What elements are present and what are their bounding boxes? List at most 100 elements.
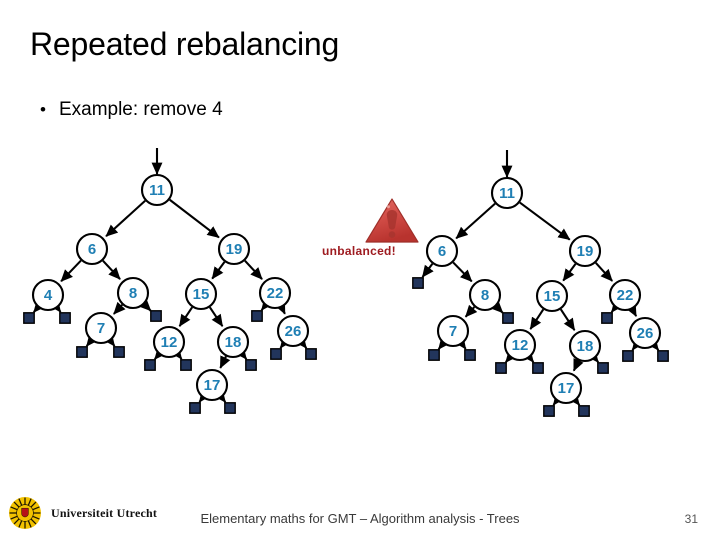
- tree-null-leaf: [144, 359, 156, 371]
- tree-edge: [626, 303, 638, 317]
- tree-edge: [209, 306, 224, 327]
- tree-node-label: 15: [193, 286, 210, 303]
- tree-null-edge: [631, 337, 644, 351]
- tree-null-leaf: [59, 312, 71, 324]
- tree-node-label: 8: [481, 287, 489, 304]
- tree-edge: [572, 358, 584, 372]
- tree-edge: [102, 259, 121, 280]
- tree-node-label: 12: [512, 337, 529, 354]
- tree-null-edge: [49, 299, 62, 313]
- university-logo: Universiteit Utrecht: [8, 496, 157, 530]
- bullet-marker-icon: •: [40, 100, 46, 119]
- tree-node-label: 11: [149, 182, 165, 199]
- tree-node-label: 11: [499, 185, 515, 202]
- tree-edge: [244, 259, 263, 280]
- tree-node-label: 17: [204, 377, 221, 394]
- tree-null-edge: [421, 263, 434, 278]
- tree-null-leaf: [270, 348, 282, 360]
- tree-edge: [219, 355, 231, 369]
- tree-edge: [211, 261, 226, 280]
- tree-null-leaf: [495, 362, 507, 374]
- tree-node-label: 4: [44, 287, 53, 304]
- tree-node-label: 18: [225, 334, 242, 351]
- tree-node-label: 12: [161, 334, 178, 351]
- tree-null-edge: [235, 346, 248, 360]
- tree-null-leaf: [578, 405, 590, 417]
- tree-node-label: 26: [637, 325, 654, 342]
- tree-null-edge: [85, 333, 98, 347]
- bullet-item: • Example: remove 4: [40, 99, 223, 121]
- tree-null-leaf: [428, 349, 440, 361]
- tree-node: [503, 328, 537, 362]
- tree-null-leaf: [543, 405, 555, 417]
- tree-node: [31, 278, 65, 312]
- tree-null-leaf: [597, 362, 609, 374]
- tree-edge: [169, 198, 220, 239]
- tree-null-leaf: [502, 312, 514, 324]
- tree-node: [152, 325, 186, 359]
- tree-node: [258, 276, 292, 310]
- tree-node-label: 17: [558, 380, 575, 397]
- tree-null-edge: [279, 335, 292, 349]
- tree-node: [535, 279, 569, 313]
- tree-edge: [594, 262, 613, 282]
- tree-null-edge: [153, 346, 167, 360]
- tree-node-label: 19: [577, 243, 594, 260]
- tree-null-leaf: [601, 312, 613, 324]
- tree-node: [549, 371, 583, 405]
- tree-null-leaf: [150, 310, 162, 322]
- tree-node: [628, 316, 662, 350]
- tree-edge: [275, 301, 286, 315]
- tree-node-label: 22: [617, 287, 634, 304]
- tree-node: [184, 277, 218, 311]
- tree-after-removal: 11 6 19 8 15 22 7 12 18 26 17: [412, 150, 669, 417]
- tree-node-label: 7: [449, 323, 457, 340]
- warning-triangle-icon: [365, 198, 419, 243]
- tree-null-edge: [490, 300, 504, 314]
- tree-null-edge: [504, 349, 518, 363]
- tree-edge: [113, 301, 126, 315]
- tree-null-leaf: [76, 346, 88, 358]
- tree-null-edge: [586, 349, 600, 363]
- tree-null-leaf: [245, 359, 257, 371]
- tree-node-label: 18: [577, 338, 594, 355]
- page-title: Repeated rebalancing: [30, 26, 340, 62]
- tree-edge: [452, 261, 473, 283]
- footer-note: Elementary maths for GMT – Algorithm ana…: [200, 511, 520, 526]
- tree-node-label: 15: [544, 288, 561, 305]
- utrecht-sun-logo-icon: [9, 497, 41, 529]
- tree-null-edge: [32, 299, 46, 313]
- tree-null-edge: [610, 299, 623, 313]
- tree-edge: [178, 306, 193, 327]
- tree-null-edge: [647, 337, 660, 351]
- tree-node-label: 8: [129, 285, 137, 302]
- tree-node: [568, 234, 602, 268]
- university-logo-label: Universiteit Utrecht: [51, 505, 158, 520]
- unbalanced-label: unbalanced!: [322, 244, 396, 258]
- tree-null-edge: [260, 297, 273, 311]
- tree-null-leaf: [180, 359, 192, 371]
- tree-null-edge: [437, 336, 450, 350]
- tree-null-leaf: [657, 350, 669, 362]
- tree-null-leaf: [532, 362, 544, 374]
- tree-null-leaf: [622, 350, 634, 362]
- tree-null-leaf: [412, 277, 424, 289]
- tree-null-edge: [454, 336, 467, 350]
- tree-null-leaf: [305, 348, 317, 360]
- tree-null-edge: [568, 392, 581, 406]
- tree-null-edge: [138, 298, 152, 312]
- tree-node: [468, 278, 502, 312]
- tree-null-leaf: [224, 402, 236, 414]
- tree-node-label: 6: [88, 241, 96, 258]
- tree-node: [84, 311, 118, 345]
- bullet-item-label: Example: remove 4: [58, 99, 223, 120]
- tree-node-label: 7: [97, 320, 105, 337]
- tree-null-edge: [103, 333, 116, 347]
- tree-edge: [562, 263, 577, 282]
- tree-edge: [60, 259, 82, 282]
- tree-node-label: 6: [438, 243, 446, 260]
- tree-null-leaf: [113, 346, 125, 358]
- tree-node: [608, 278, 642, 312]
- tree-node: [217, 232, 251, 266]
